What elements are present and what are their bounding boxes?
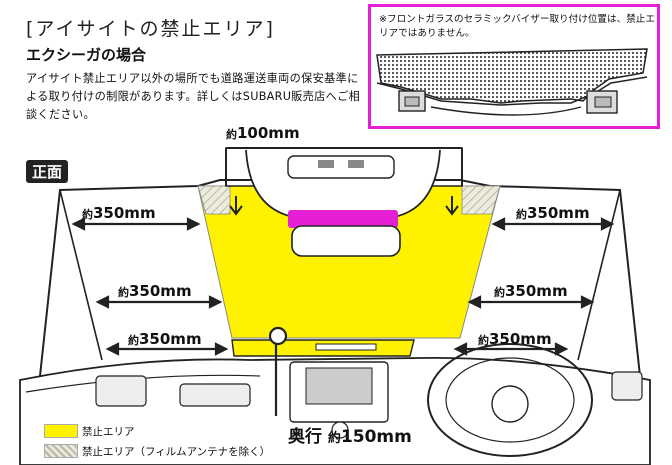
dim-right-upper-prefix: 約 bbox=[516, 208, 527, 221]
camera-area bbox=[288, 210, 398, 228]
page-title: [アイサイトの禁止エリア] bbox=[26, 18, 275, 40]
dim-left-lower-prefix: 約 bbox=[128, 334, 139, 347]
note-text: ※フロントガラスのセラミックバイザー取り付け位置は、禁止エリアではありません。 bbox=[379, 14, 655, 39]
legend-swatch-antenna-exception bbox=[44, 444, 78, 458]
right-dimension-arrows bbox=[453, 217, 615, 356]
page-subtitle: エクシーガの場合 bbox=[26, 46, 147, 64]
depth-label: 奥行 約150mm bbox=[288, 422, 412, 447]
dim-top: 約100mm bbox=[226, 124, 300, 142]
dim-left-middle-prefix: 約 bbox=[118, 286, 129, 299]
dim-top-prefix: 約 bbox=[226, 128, 237, 141]
dim-left-middle-value: 350mm bbox=[129, 282, 192, 300]
dim-right-lower: 約350mm bbox=[478, 330, 552, 348]
dim-top-value: 100mm bbox=[237, 124, 300, 142]
antenna-exception-right bbox=[461, 185, 501, 215]
dim-right-middle-value: 350mm bbox=[505, 282, 568, 300]
a-pillar-left bbox=[59, 189, 103, 361]
left-dimension-arrows bbox=[71, 217, 229, 356]
dim-right-middle-prefix: 約 bbox=[494, 286, 505, 299]
dim-left-middle: 約350mm bbox=[118, 282, 192, 300]
dim-left-upper: 約350mm bbox=[82, 204, 156, 222]
steering-wheel bbox=[427, 343, 593, 457]
dim-right-lower-prefix: 約 bbox=[478, 334, 489, 347]
legend-swatch-prohibited bbox=[44, 424, 78, 438]
front-view-badge: 正面 bbox=[26, 160, 69, 183]
ceramic-visor-illustration bbox=[376, 48, 648, 116]
rear-view-mirror bbox=[291, 225, 401, 257]
depth-prefix: 約 bbox=[327, 431, 341, 446]
description-text: アイサイト禁止エリア以外の場所でも道路運送車両の保安基準による取り付けの制限があ… bbox=[26, 72, 361, 121]
antenna-exception-left bbox=[197, 185, 231, 215]
depth-value: 150mm bbox=[340, 427, 412, 447]
depth-label-text: 奥行 bbox=[288, 427, 322, 447]
dim-right-lower-value: 350mm bbox=[489, 330, 552, 348]
dim-left-upper-prefix: 約 bbox=[82, 208, 93, 221]
dim-right-upper: 約350mm bbox=[516, 204, 590, 222]
legend-label-prohibited: 禁止エリア bbox=[82, 426, 135, 438]
legend-label-antenna-exception: 禁止エリア（フィルムアンテナを除く） bbox=[82, 446, 271, 458]
dim-left-lower: 約350mm bbox=[128, 330, 202, 348]
depth-marker bbox=[268, 326, 288, 346]
dim-right-middle: 約350mm bbox=[494, 282, 568, 300]
dim-left-upper-value: 350mm bbox=[93, 204, 156, 222]
dim-left-lower-value: 350mm bbox=[139, 330, 202, 348]
dim-right-upper-value: 350mm bbox=[527, 204, 590, 222]
note-box: ※フロントガラスのセラミックバイザー取り付け位置は、禁止エリアではありません。 bbox=[368, 4, 660, 129]
a-pillar-right bbox=[577, 189, 621, 361]
